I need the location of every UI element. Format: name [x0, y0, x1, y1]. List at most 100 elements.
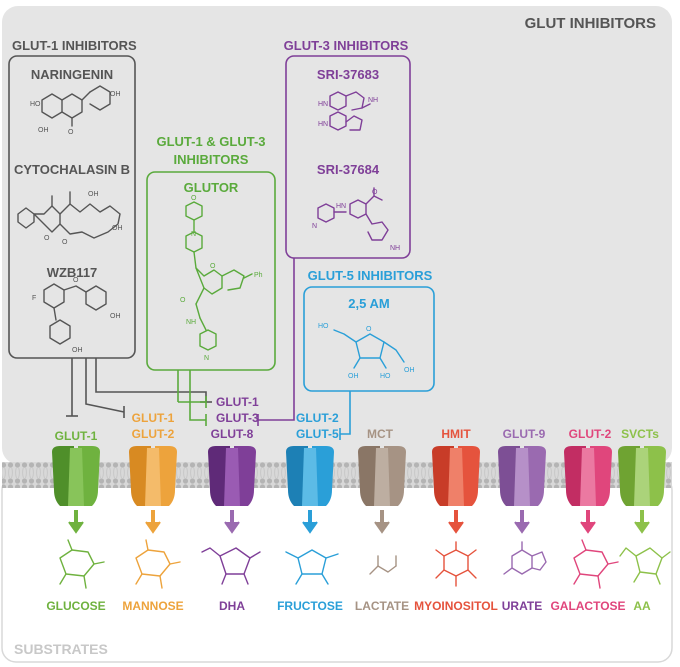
glut13-inhibitors-box	[146, 171, 276, 371]
transporter-label-glut1b: GLUT-1	[132, 411, 175, 425]
substrate-lactate: LACTATE	[355, 599, 409, 613]
cytochalasin-oh-1: OH	[88, 191, 99, 198]
glut3-inhibitors-title: GLUT-3 INHIBITORS	[284, 38, 409, 53]
wzb117-f: F	[32, 295, 36, 302]
transporter-label-glut8: GLUT-8	[211, 427, 254, 441]
transporter-label-glutx2: GLUT-2	[569, 427, 612, 441]
glut13-inhibitors-title-1: GLUT-1 & GLUT-3	[156, 134, 265, 149]
glut5-inhibitors-title: GLUT-5 INHIBITORS	[308, 268, 433, 283]
transporter-glut1	[52, 446, 100, 506]
transporter-glut9	[498, 446, 546, 506]
cytochalasin-structure	[17, 191, 121, 239]
2-5-am-oh-1: OH	[348, 373, 359, 380]
substrate-urate: URATE	[502, 599, 542, 613]
compound-glutor: GLUTOR	[184, 180, 239, 195]
fructose-structure	[285, 549, 339, 585]
transporter-hmit	[432, 446, 480, 506]
naringenin-structure	[41, 85, 111, 127]
2-5-am-o: O	[366, 326, 372, 333]
transporter-label-glut1: GLUT-1	[55, 429, 98, 443]
glut3-inhibitors-box	[285, 55, 411, 259]
transporter-label-glut2: GLUT-2	[132, 427, 175, 441]
glutor-nh: NH	[186, 319, 196, 326]
target-glut5-glut2: GLUT-2	[296, 411, 339, 425]
transporter-svct	[618, 446, 666, 506]
substrate-galactose: GALACTOSE	[550, 599, 625, 613]
naringenin-ho-1: HO	[30, 101, 41, 108]
glutor-o-3: O	[180, 297, 186, 304]
sri-37684-hn: HN	[336, 203, 346, 210]
transport-arrows	[68, 510, 650, 534]
wzb117-oh-1: OH	[110, 313, 121, 320]
cytochalasin-o-2: O	[62, 239, 68, 246]
glut13-inhibitors-title-2: INHIBITORS	[174, 152, 249, 167]
target-glutor-glut1: GLUT-1	[216, 395, 259, 409]
transporter-label-mct: MCT	[367, 427, 394, 441]
substrate-aa: AA	[633, 599, 651, 613]
naringenin-oh-1: OH	[38, 127, 49, 134]
glut1-inhibitors-title: GLUT-1 INHIBITORS	[12, 38, 137, 53]
transporter-glut2	[129, 446, 177, 506]
compound-naringenin: NARINGENIN	[31, 67, 113, 82]
sri-37684-structure	[317, 187, 389, 241]
2-5-am-ho-2: HO	[380, 373, 391, 380]
wzb117-oh-2: OH	[72, 347, 83, 354]
lactate-structure	[369, 555, 397, 575]
sri-37683-hn-1: HN	[318, 101, 328, 108]
urate-structure	[503, 541, 547, 575]
transporter-mct	[358, 446, 406, 506]
2-5-am-ho: HO	[318, 323, 329, 330]
sri-37683-structure	[329, 91, 371, 131]
naringenin-o: O	[68, 129, 74, 136]
substrate-fructose: FRUCTOSE	[277, 599, 343, 613]
sri-37684-nh: NH	[390, 245, 400, 252]
substrates-label: SUBSTRATES	[14, 641, 108, 657]
glutor-o-2: O	[210, 263, 216, 270]
glutor-o-1: O	[191, 195, 197, 202]
glutor-n-2: N	[204, 355, 209, 362]
inhibition-lines	[66, 258, 351, 440]
mannose-structure	[135, 539, 181, 589]
cytochalasin-o-1: O	[44, 235, 50, 242]
myoinositol-structure	[435, 541, 477, 587]
transporter-label-hmit: HMIT	[441, 427, 471, 441]
transporter-glut8	[208, 446, 256, 506]
galactose-structure	[573, 539, 619, 589]
compound-2-5-am: 2,5 AM	[348, 296, 389, 311]
glutor-ph: Ph	[254, 272, 263, 279]
panel-title: GLUT INHIBITORS	[525, 15, 656, 32]
glutor-n-1: N	[191, 231, 196, 238]
substrate-myoinositol: MYOINOSITOL	[414, 599, 498, 613]
transporter-label-svct: SVCTs	[621, 427, 659, 441]
dha-structure	[201, 547, 261, 585]
sri-37684-o: O	[372, 189, 378, 196]
compound-cytochalasin-b: CYTOCHALASIN B	[14, 162, 130, 177]
substrate-dha: DHA	[219, 599, 245, 613]
2-5-am-structure	[333, 329, 405, 369]
compound-sri-37684: SRI-37684	[317, 162, 380, 177]
target-glutor-glut3: GLUT-3	[216, 411, 259, 425]
wzb117-o-1: O	[73, 277, 79, 284]
transporter-glut5	[286, 446, 334, 506]
compound-sri-37683: SRI-37683	[317, 67, 379, 82]
compound-wzb117: WZB117	[47, 265, 98, 280]
naringenin-oh-2: OH	[110, 91, 121, 98]
inhibitors-panel	[2, 6, 672, 464]
substrate-glucose: GLUCOSE	[46, 599, 105, 613]
sri-37683-hn-2: HN	[318, 121, 328, 128]
transporter-glutx2	[564, 446, 612, 506]
cytochalasin-oh-2: OH	[112, 225, 123, 232]
2-5-am-oh-2: OH	[404, 367, 415, 374]
glut5-inhibitors-box	[303, 286, 435, 392]
sri-37683-nh: NH	[368, 97, 378, 104]
target-glut5-glut5: GLUT-5	[296, 427, 339, 441]
sri-37684-n: N	[312, 223, 317, 230]
transporter-label-glut9: GLUT-9	[503, 427, 546, 441]
glutor-structure	[185, 201, 253, 351]
ascorbic-acid-structure	[619, 547, 671, 585]
wzb117-structure	[43, 283, 107, 345]
glucose-structure	[59, 539, 105, 589]
cell-membrane	[2, 462, 672, 488]
substrate-mannose: MANNOSE	[122, 599, 183, 613]
